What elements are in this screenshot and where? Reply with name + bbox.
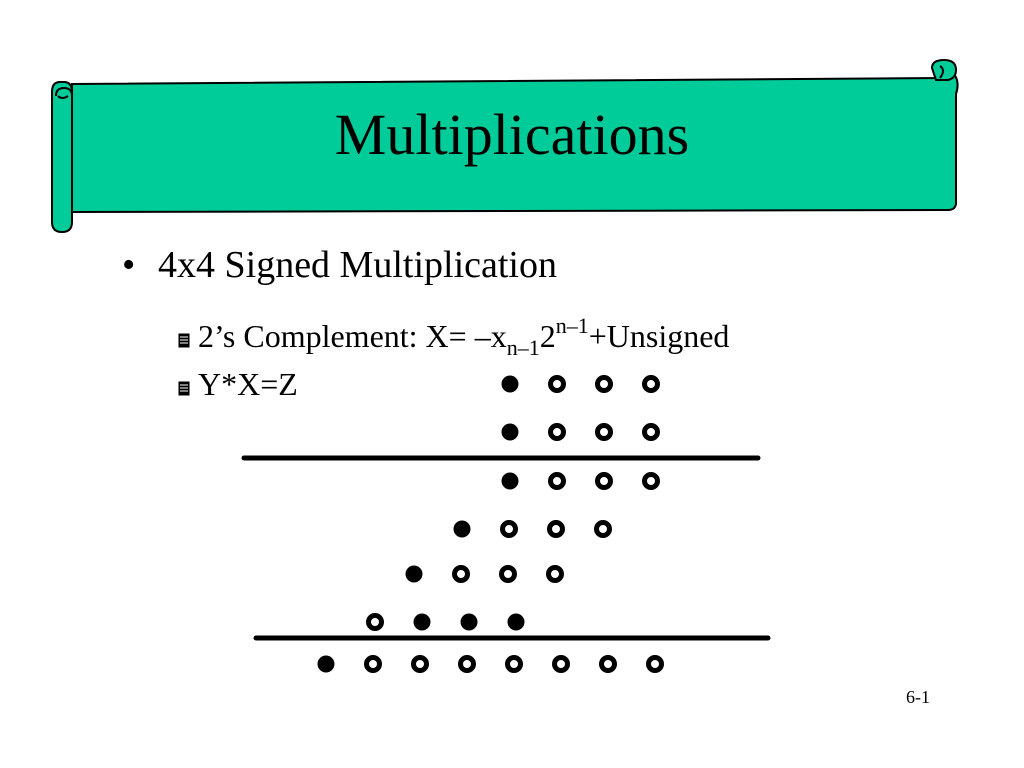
partial-product-0-bit-0-solid-dot bbox=[501, 472, 519, 490]
operand-y-bit-1-ring-dot bbox=[548, 375, 566, 393]
result-z-bit-5-ring-dot bbox=[552, 655, 570, 673]
title-scroll-banner bbox=[51, 58, 959, 234]
operand-x-bit-1-ring-dot bbox=[548, 423, 566, 441]
result-z-bit-0-solid-dot bbox=[317, 655, 335, 673]
partial-product-2-bit-2-ring-dot bbox=[499, 565, 517, 583]
sub-bullet-twos-complement: 2’s Complement: X= –xn–12n–1+Unsigned bbox=[178, 306, 729, 368]
partial-product-0-bit-2-ring-dot bbox=[595, 472, 613, 490]
operand-y-bit-2-ring-dot bbox=[595, 375, 613, 393]
equation-text: Y*X=Z bbox=[198, 366, 298, 402]
scroll-left-curl bbox=[51, 81, 73, 234]
scroll-right-curl-detail bbox=[939, 65, 944, 79]
partial-product-2-bit-1-ring-dot bbox=[452, 565, 470, 583]
operand-x-bit-2-ring-dot bbox=[595, 423, 613, 441]
slide-title: Multiplications bbox=[334, 102, 690, 167]
partial-product-0-bit-1-ring-dot bbox=[548, 472, 566, 490]
formula-text-start: 2’s Complement: X= –x bbox=[198, 318, 507, 354]
bullet-text: 4x4 Signed Multiplication bbox=[158, 244, 557, 286]
partial-product-3-bit-0-ring-dot bbox=[366, 613, 384, 631]
bullet-signed-multiplication: • 4x4 Signed Multiplication bbox=[122, 241, 557, 289]
page-number: 6-1 bbox=[906, 687, 930, 707]
partial-product-3-bit-3-solid-dot bbox=[507, 613, 525, 631]
operand-x-bit-3-ring-dot bbox=[642, 423, 660, 441]
formula-base: 2 bbox=[539, 318, 556, 354]
partial-product-0-bit-3-ring-dot bbox=[642, 472, 660, 490]
operand-y-bit-0-solid-dot bbox=[501, 375, 519, 393]
formula-text-end: +Unsigned bbox=[588, 318, 730, 354]
result-z-bit-7-ring-dot bbox=[646, 655, 664, 673]
result-z-bit-6-ring-dot bbox=[599, 655, 617, 673]
result-z-bit-4-ring-dot bbox=[505, 655, 523, 673]
partial-product-1-bit-0-solid-dot bbox=[453, 520, 471, 538]
partial-product-1-bit-3-ring-dot bbox=[594, 520, 612, 538]
square-bullet-icon bbox=[178, 381, 190, 396]
operand-x-bit-0-solid-dot bbox=[501, 423, 519, 441]
partial-product-3-bit-1-solid-dot bbox=[413, 613, 431, 631]
partial-product-1-bit-2-ring-dot bbox=[547, 520, 565, 538]
formula-subscript: n–1 bbox=[506, 335, 540, 360]
square-bullet-icon bbox=[178, 333, 190, 348]
scroll-right-curl bbox=[930, 58, 958, 81]
scroll-left-curl-detail bbox=[55, 86, 73, 99]
result-z-bit-1-ring-dot bbox=[364, 655, 382, 673]
formula-superscript: n–1 bbox=[555, 313, 589, 338]
partial-product-2-bit-0-solid-dot bbox=[405, 565, 423, 583]
result-z-bit-2-ring-dot bbox=[411, 655, 429, 673]
operand-y-bit-3-ring-dot bbox=[642, 375, 660, 393]
bullet-dot: • bbox=[122, 244, 136, 286]
partial-product-3-bit-2-solid-dot bbox=[460, 613, 478, 631]
sub-bullet-equation: Y*X=Z bbox=[178, 364, 298, 404]
partial-product-1-bit-1-ring-dot bbox=[500, 520, 518, 538]
result-z-bit-3-ring-dot bbox=[458, 655, 476, 673]
partial-product-2-bit-3-ring-dot bbox=[546, 565, 564, 583]
